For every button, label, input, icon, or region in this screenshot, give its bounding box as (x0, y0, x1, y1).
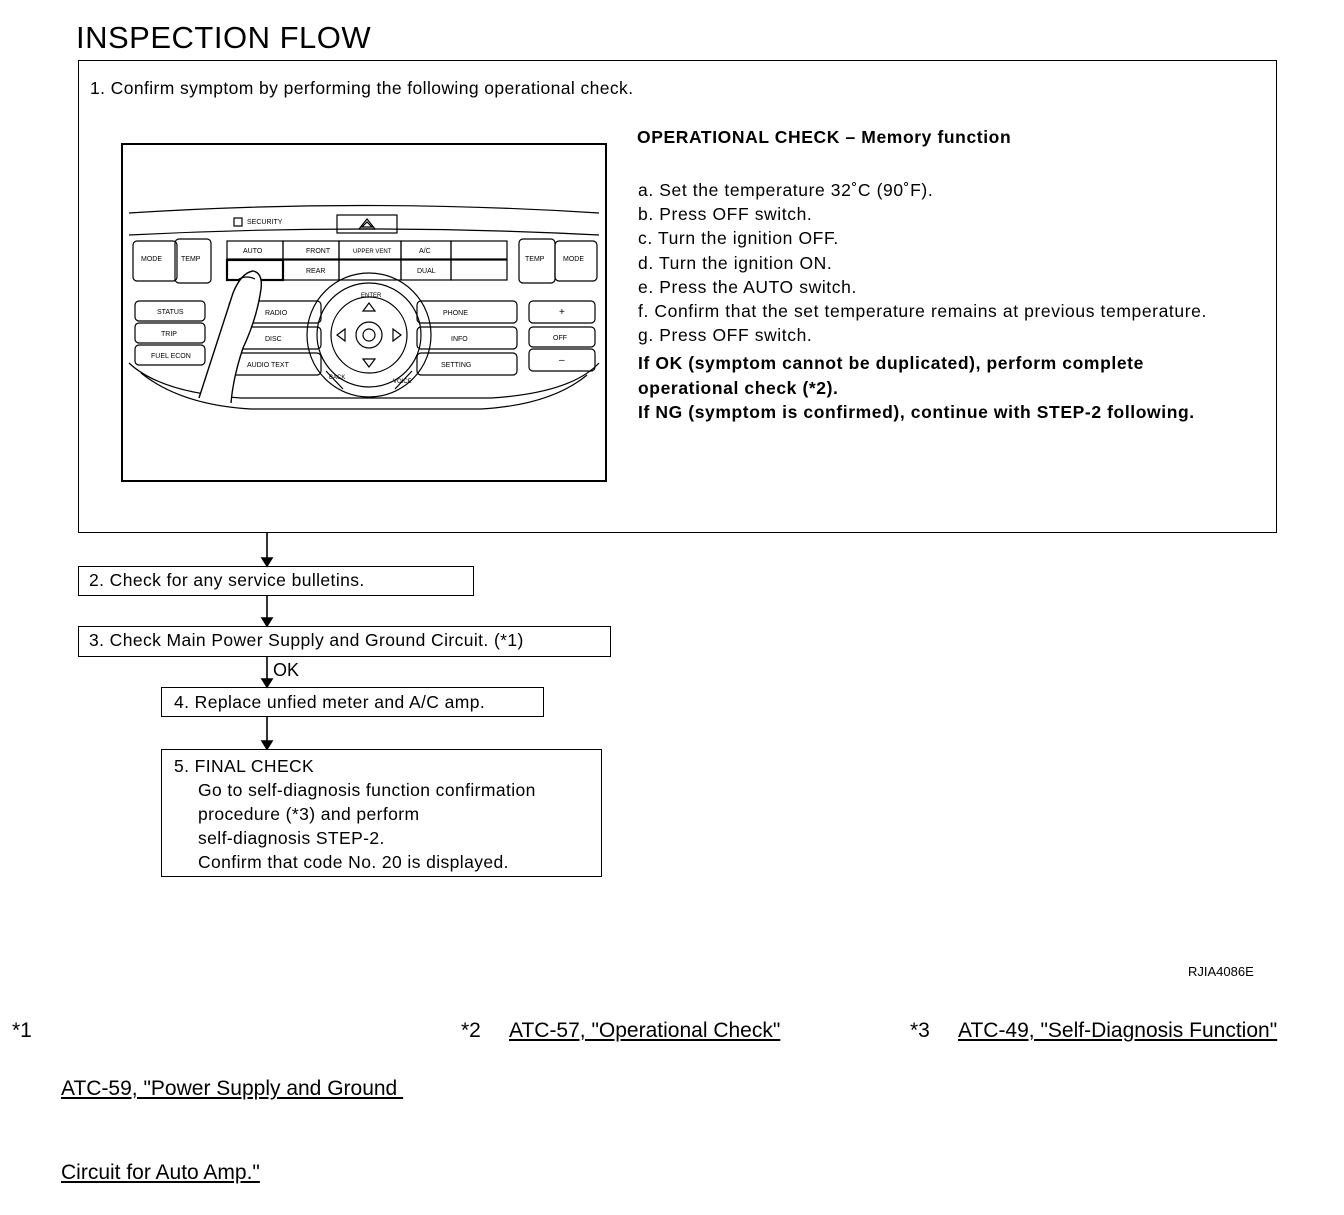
ok-label: OK (273, 660, 300, 680)
auto-label: AUTO (243, 248, 263, 255)
step1-box (78, 60, 1277, 533)
finger-pointer (198, 270, 263, 404)
ref-1-line-1[interactable]: ATC-59, "Power Supply and Ground (61, 1077, 404, 1100)
disc-label: DISC (265, 336, 282, 343)
ref-3-line-1[interactable]: ATC-49, "Self-Diagnosis Function" (958, 1019, 1278, 1042)
security-label: SECURITY (247, 219, 283, 226)
step3-box: 3. Check Main Power Supply and Ground Ci… (78, 626, 611, 657)
step4-text: 4. Replace unfied meter and A/C amp. (174, 692, 486, 712)
figure-code: RJIA4086E (1188, 964, 1254, 979)
operational-check-list: a. Set the temperature 32˚C (90˚F). b. P… (638, 178, 1207, 424)
result-line-2: operational check (*2). (638, 377, 839, 398)
arrow-head (260, 617, 274, 628)
temp-right-label: TEMP (525, 256, 545, 263)
control-dial (306, 272, 432, 398)
ref-3-link[interactable]: ATC-49, "Self-Diagnosis Function" (958, 1019, 1277, 1043)
arrow-head (260, 678, 274, 689)
ac-label: A/C (419, 248, 431, 255)
ref-1-line-2[interactable]: Circuit for Auto Amp." (61, 1161, 260, 1184)
dual-label: DUAL (417, 268, 436, 275)
check-item-d: d. Turn the ignition ON. (638, 252, 833, 273)
rear-label: REAR (306, 268, 325, 275)
step5-line-4: Confirm that code No. 20 is displayed. (198, 852, 509, 872)
ref-1-link[interactable]: ATC-59, "Power Supply and Ground Circuit… (61, 1019, 403, 1215)
step4-box: 4. Replace unfied meter and A/C amp. (161, 687, 544, 717)
hazard-button (336, 214, 398, 234)
result-line-3: If NG (symptom is confirmed), continue w… (638, 401, 1195, 422)
step1-text: 1. Confirm symptom by performing the fol… (90, 78, 634, 98)
ref-2-line-1[interactable]: ATC-57, "Operational Check" (509, 1019, 781, 1042)
ref-2-link[interactable]: ATC-57, "Operational Check" (509, 1019, 780, 1043)
plus-label: + (559, 307, 565, 318)
ref-1-marker: *1 (12, 1019, 32, 1042)
check-item-c: c. Turn the ignition OFF. (638, 228, 839, 249)
off-label: OFF (553, 335, 567, 342)
ref-2-marker: *2 (461, 1019, 481, 1042)
upper-vent-label: UPPER VENT (353, 249, 392, 255)
control-panel-illustration: SECURITY MODE TEMP AUTO FRONT UPPER VENT… (121, 143, 607, 482)
mode-left-label: MODE (141, 256, 162, 263)
audio-text-label: AUDIO TEXT (247, 362, 290, 369)
check-item-e: e. Press the AUTO switch. (638, 276, 857, 297)
arrow-head (260, 740, 274, 751)
step5-heading: 5. FINAL CHECK (174, 756, 315, 776)
step5-line-3: self-diagnosis STEP-2. (198, 828, 385, 848)
trip-label: TRIP (161, 331, 177, 338)
mode-right-label: MODE (563, 256, 584, 263)
step5-line-1: Go to self-diagnosis function confirmati… (198, 780, 536, 800)
check-item-g: g. Press OFF switch. (638, 325, 813, 346)
step2-box: 2. Check for any service bulletins. (78, 566, 474, 596)
illustration-frame (121, 143, 607, 482)
panel-bottom-edge (128, 362, 600, 399)
check-item-a: a. Set the temperature 32˚C (90˚F). (638, 180, 934, 200)
temp-left-label: TEMP (181, 256, 201, 263)
result-line-1: If OK (symptom cannot be duplicated), pe… (638, 353, 1144, 374)
arrow-head (260, 557, 274, 568)
setting-label: SETTING (441, 362, 471, 369)
minus-label: – (559, 355, 565, 366)
step5-line-2: procedure (*3) and perform (198, 804, 420, 824)
step5-box: 5. FINAL CHECK Go to self-diagnosis func… (161, 749, 602, 877)
operational-check-title: OPERATIONAL CHECK – Memory function (637, 127, 1012, 147)
step2-text: 2. Check for any service bulletins. (89, 570, 365, 590)
status-label: STATUS (157, 309, 184, 316)
check-item-b: b. Press OFF switch. (638, 204, 813, 225)
info-label: INFO (451, 336, 468, 343)
page-title: INSPECTION FLOW (76, 20, 372, 55)
check-item-f: f. Confirm that the set temperature rema… (638, 301, 1207, 322)
radio-label: RADIO (265, 310, 288, 317)
voice-label: VOICE (393, 379, 412, 385)
enter-label: ENTER (361, 293, 382, 299)
panel-top-edge (128, 204, 600, 214)
back-label: BACK (329, 375, 345, 381)
step3-text: 3. Check Main Power Supply and Ground Ci… (89, 630, 524, 650)
front-label: FRONT (306, 248, 331, 255)
phone-label: PHONE (443, 310, 468, 317)
fuel-econ-label: FUEL ECON (151, 353, 191, 360)
ref-3-marker: *3 (910, 1019, 930, 1042)
